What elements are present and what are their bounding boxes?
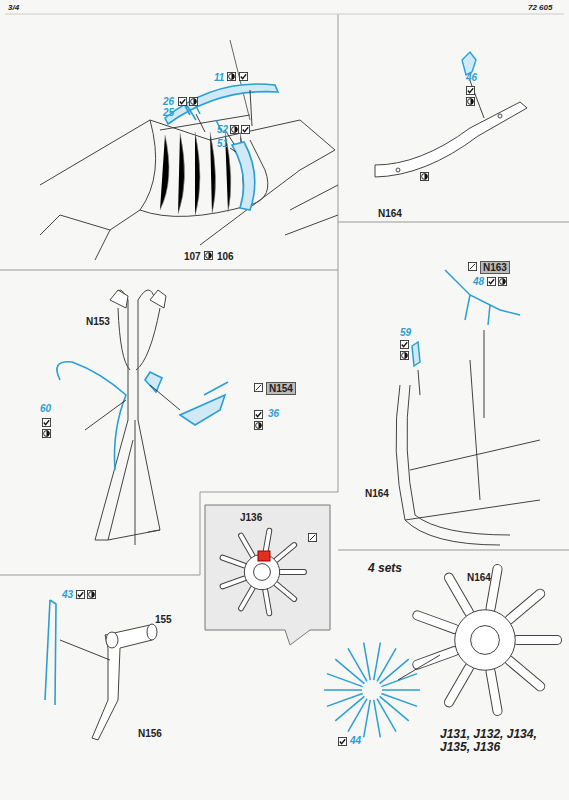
callout-number: N154 xyxy=(266,382,296,395)
inset-bubble xyxy=(205,505,330,645)
photo-etch-part xyxy=(165,84,278,210)
callout-number: N164 xyxy=(378,208,402,219)
frame-drawing xyxy=(396,360,540,545)
callout-number: 51 xyxy=(217,138,228,149)
pedal-bar xyxy=(375,102,527,177)
engine-drawing xyxy=(223,531,304,614)
callout-number: 59 xyxy=(400,327,411,338)
callout-number: J131, J132, J134, J135, J136 xyxy=(440,728,550,754)
leader-line xyxy=(60,640,110,660)
landing-strut xyxy=(95,290,166,545)
engine-drawing xyxy=(417,569,557,711)
callout-number: 60 xyxy=(40,403,51,414)
callout-number: 26 xyxy=(163,96,174,107)
page-header: 72 605 xyxy=(528,4,552,13)
callout-number: 52 xyxy=(217,124,228,135)
callout-number: 43 xyxy=(62,589,73,600)
callout-number: 107 xyxy=(184,251,201,262)
callout-number: 4 sets xyxy=(368,562,402,575)
callout-number: 36 xyxy=(268,408,279,419)
callout-number: N163 xyxy=(480,261,510,274)
seat-drawing xyxy=(40,40,338,260)
callout-number: N164 xyxy=(467,572,491,583)
leader-line xyxy=(418,330,484,418)
leader-line xyxy=(196,90,252,152)
callout-number: J136 xyxy=(240,512,262,523)
callout-number: 155 xyxy=(155,614,172,625)
photo-etch-part xyxy=(45,600,56,705)
callout-number: 44 xyxy=(350,735,361,746)
callout-number: 48 xyxy=(473,276,484,287)
callout-number: 25 xyxy=(163,107,174,118)
callout-number: 46 xyxy=(466,72,477,83)
leader-line xyxy=(85,385,180,430)
landing-leg xyxy=(92,624,157,740)
callout-number: 106 xyxy=(217,251,234,262)
panel-divider xyxy=(0,14,569,575)
callout-number: N153 xyxy=(86,316,110,327)
photo-etch-part xyxy=(324,643,440,738)
photo-etch-part xyxy=(57,362,228,470)
page-header: 3/4 xyxy=(8,4,19,13)
callout-number: N164 xyxy=(365,488,389,499)
photo-etch-part xyxy=(462,52,476,75)
callout-number: 11 xyxy=(214,72,224,83)
photo-etch-part xyxy=(412,270,520,366)
callout-number: N156 xyxy=(138,728,162,739)
